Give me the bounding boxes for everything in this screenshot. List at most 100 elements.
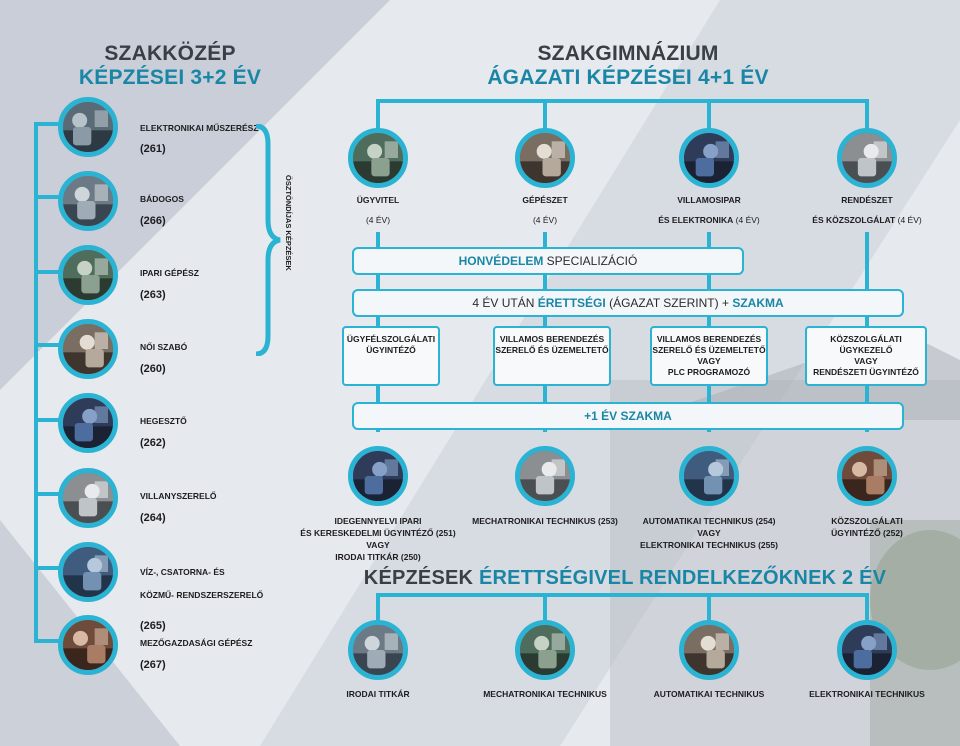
honvedelem-bar: HONVÉDELEM SPECIALIZÁCIÓ — [352, 247, 744, 275]
brace-icon — [255, 124, 281, 356]
sector-duration-text: (4 ÉV) — [365, 215, 391, 225]
technician-line: IRODAI TITKÁR (250) — [335, 552, 421, 562]
bottom-photo-icon — [837, 620, 897, 680]
technician-label: KÖZSZOLGÁLATI ÜGYINTÉZŐ (252) — [772, 515, 960, 539]
qualification-line: RENDÉSZETI ÜGYINTÉZŐ — [813, 367, 919, 377]
left-item-code: (267) — [140, 659, 166, 671]
left-item-label: VÍZ-, CSATORNA- ÉS — [140, 567, 225, 577]
right-title-line2: ÁGAZATI KÉPZÉSEI 4+1 ÉV — [487, 66, 769, 89]
welder-photo-icon — [58, 393, 118, 453]
sector-name: GÉPÉSZET — [522, 195, 568, 205]
technician-line: IDEGENNYELVI IPARI — [334, 516, 422, 526]
sector-photo-icon — [679, 128, 739, 188]
left-item-code: (263) — [140, 289, 166, 301]
qualification-line: VAGY — [697, 356, 721, 366]
sector-duration: ÉS KÖZSZOLGÁLAT (4 ÉV) — [797, 214, 937, 226]
left-title: SZAKKÖZÉP KÉPZÉSEI 3+2 ÉV — [60, 42, 280, 90]
technician-line: AUTOMATIKAI TECHNIKUS (254) — [642, 516, 776, 526]
left-item-label: ELEKTRONIKAI MŰSZERÉSZ — [140, 123, 259, 133]
sector-name: RENDÉSZET — [841, 195, 893, 205]
left-item-code: (265) — [140, 620, 166, 632]
bottom-photo-icon — [679, 620, 739, 680]
qualification-line: SZERELŐ ÉS ÜZEMELTETŐ — [495, 345, 609, 355]
sector-name-cont: ÉS KÖZSZOLGÁLAT — [812, 215, 896, 225]
plumber-photo-icon — [58, 542, 118, 602]
qualification-line: VILLAMOS BERENDEZÉS — [656, 334, 762, 344]
bar1-rest: SPECIALIZÁCIÓ — [543, 254, 638, 268]
technician-line: ÜGYINTÉZŐ (252) — [831, 528, 903, 538]
electronics-photo-icon — [58, 97, 118, 157]
bar2-strong1: ÉRETTSÉGI — [537, 296, 606, 310]
qualification-line: ÜGYINTÉZŐ — [366, 345, 416, 355]
brace-label: ÖSZTÖNDÍJAS KÉPZÉSEK — [284, 175, 293, 271]
tailor-photo-icon — [58, 319, 118, 379]
right-title-line1: SZAKGIMNÁZIUM — [537, 42, 719, 65]
technician-label: MECHATRONIKAI TECHNIKUS (253) — [450, 515, 640, 527]
qualification-line: KÖZSZOLGÁLATI ÜGYKEZELŐ — [830, 334, 902, 355]
technician-line: VAGY — [697, 528, 721, 538]
technician-photo-icon — [515, 446, 575, 506]
technician-line: ELEKTRONIKAI TECHNIKUS (255) — [640, 540, 778, 550]
technician-line: ÉS KERESKEDELMI ÜGYINTÉZŐ (251) — [300, 528, 456, 538]
bar2-pre: 4 ÉV UTÁN — [472, 296, 538, 310]
qualification-line: VILLAMOS BERENDEZÉS — [499, 334, 605, 344]
electrician-photo-icon — [58, 468, 118, 528]
bottom-photo-icon — [348, 620, 408, 680]
left-item-code: (261) — [140, 143, 166, 155]
left-item-label: MEZŐGAZDASÁGI GÉPÉSZ — [140, 638, 253, 648]
bottom-item-label: AUTOMATIKAI TECHNIKUS — [653, 689, 765, 699]
bottom-title-part1: KÉPZÉSEK — [363, 567, 479, 589]
sector-photo-icon — [515, 128, 575, 188]
left-item-label: HEGESZTŐ — [140, 416, 187, 426]
agri-mechanic-photo-icon — [58, 615, 118, 675]
bar2-mid: (ÁGAZAT SZERINT) + — [605, 296, 733, 310]
left-title-line2: KÉPZÉSEI 3+2 ÉV — [78, 66, 262, 89]
bottom-item-label: MECHATRONIKAI TECHNIKUS — [483, 689, 607, 699]
left-item-label-2: KÖZMŰ- RENDSZERSZERELŐ — [140, 590, 264, 600]
technician-photo-icon — [679, 446, 739, 506]
left-title-line1: SZAKKÖZÉP — [104, 42, 236, 65]
left-item-label: BÁDOGOS — [140, 194, 184, 204]
technician-photo-icon — [348, 446, 408, 506]
qualification-line: PLC PROGRAMOZÓ — [667, 367, 751, 377]
left-item-code: (260) — [140, 363, 166, 375]
bottom-title-part2: ÉRETTSÉGIVEL RENDELKEZŐKNEK 2 ÉV — [478, 567, 887, 589]
bottom-photo-icon — [515, 620, 575, 680]
left-item-label: NŐI SZABÓ — [140, 342, 188, 352]
sector-name: ÜGYVITEL — [356, 195, 400, 205]
bottom-item-label: ELEKTRONIKAI TECHNIKUS — [809, 689, 925, 699]
sector-duration-text: (4 ÉV) — [733, 215, 760, 225]
sector-duration: (4 ÉV) — [475, 214, 615, 226]
technician-photo-icon — [837, 446, 897, 506]
qualification-line: VAGY — [854, 356, 878, 366]
technician-line: KÖZSZOLGÁLATI — [831, 516, 903, 526]
sector-duration: (4 ÉV) — [308, 214, 448, 226]
sector-photo-icon — [837, 128, 897, 188]
sector-duration: ÉS ELEKTRONIKA (4 ÉV) — [639, 214, 779, 226]
technician-label: AUTOMATIKAI TECHNIKUS (254) VAGY ELEKTRONI… — [614, 515, 804, 551]
technician-label: IDEGENNYELVI IPARI ÉS KERESKEDELMI ÜGYINT… — [283, 515, 473, 563]
sector-photo-icon — [348, 128, 408, 188]
left-item-label: IPARI GÉPÉSZ — [140, 268, 199, 278]
right-title: SZAKGIMNÁZIUM ÁGAZATI KÉPZÉSEI 4+1 ÉV — [448, 42, 808, 90]
technician-line: VAGY — [366, 540, 390, 550]
machinist-photo-icon — [58, 245, 118, 305]
bottom-title: KÉPZÉSEK ÉRETTSÉGIVEL RENDELKEZŐKNEK 2 É… — [360, 566, 890, 590]
bar3-text: +1 ÉV SZAKMA — [584, 409, 672, 423]
left-item-label: VILLANYSZERELŐ — [140, 491, 217, 501]
plus-one-year-bar: +1 ÉV SZAKMA — [352, 402, 904, 430]
left-item-code: (262) — [140, 437, 166, 449]
sector-duration-text: (4 ÉV) — [895, 215, 922, 225]
qualification-line: SZERELŐ ÉS ÜZEMELTETŐ — [652, 345, 766, 355]
bar1-strong: HONVÉDELEM — [458, 254, 544, 268]
tinsmith-photo-icon — [58, 171, 118, 231]
bottom-item-label: IRODAI TITKÁR — [346, 689, 410, 699]
bar2-strong2: SZAKMA — [732, 296, 784, 310]
sector-name-cont: ÉS ELEKTRONIKA — [658, 215, 734, 225]
left-item-code: (264) — [140, 512, 166, 524]
technician-line: MECHATRONIKAI TECHNIKUS (253) — [472, 516, 618, 526]
